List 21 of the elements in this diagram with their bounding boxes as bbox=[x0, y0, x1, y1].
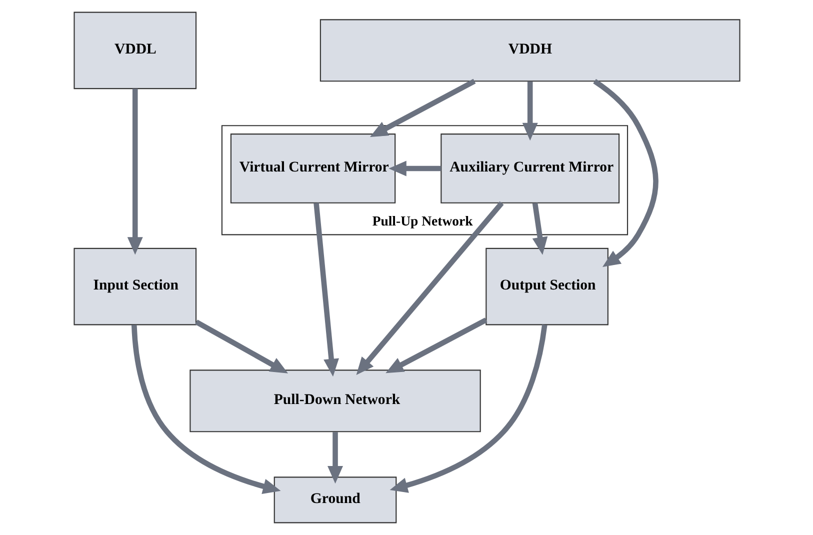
node-box: Pull-Down Network bbox=[189, 370, 480, 432]
arrow bbox=[327, 432, 343, 484]
arrow bbox=[194, 320, 288, 374]
arrow bbox=[356, 201, 504, 376]
node-box: VDDL bbox=[73, 12, 196, 90]
arrow bbox=[313, 202, 339, 377]
node-box: Ground bbox=[273, 476, 396, 524]
arrow bbox=[522, 81, 538, 141]
arrow bbox=[532, 202, 548, 255]
node-box: Virtual Current Mirror bbox=[230, 134, 396, 204]
node-box: VDDH bbox=[319, 19, 740, 82]
arrow bbox=[388, 160, 441, 176]
node-box: Input Section bbox=[73, 248, 196, 326]
node-box: Auxiliary Current Mirror bbox=[440, 134, 620, 204]
node-box: Output Section bbox=[485, 248, 608, 326]
arrow bbox=[126, 88, 142, 255]
arrow bbox=[385, 318, 487, 374]
arrow bbox=[592, 78, 658, 267]
arrow bbox=[369, 78, 476, 138]
arrow bbox=[130, 324, 280, 494]
arrow bbox=[389, 324, 547, 493]
